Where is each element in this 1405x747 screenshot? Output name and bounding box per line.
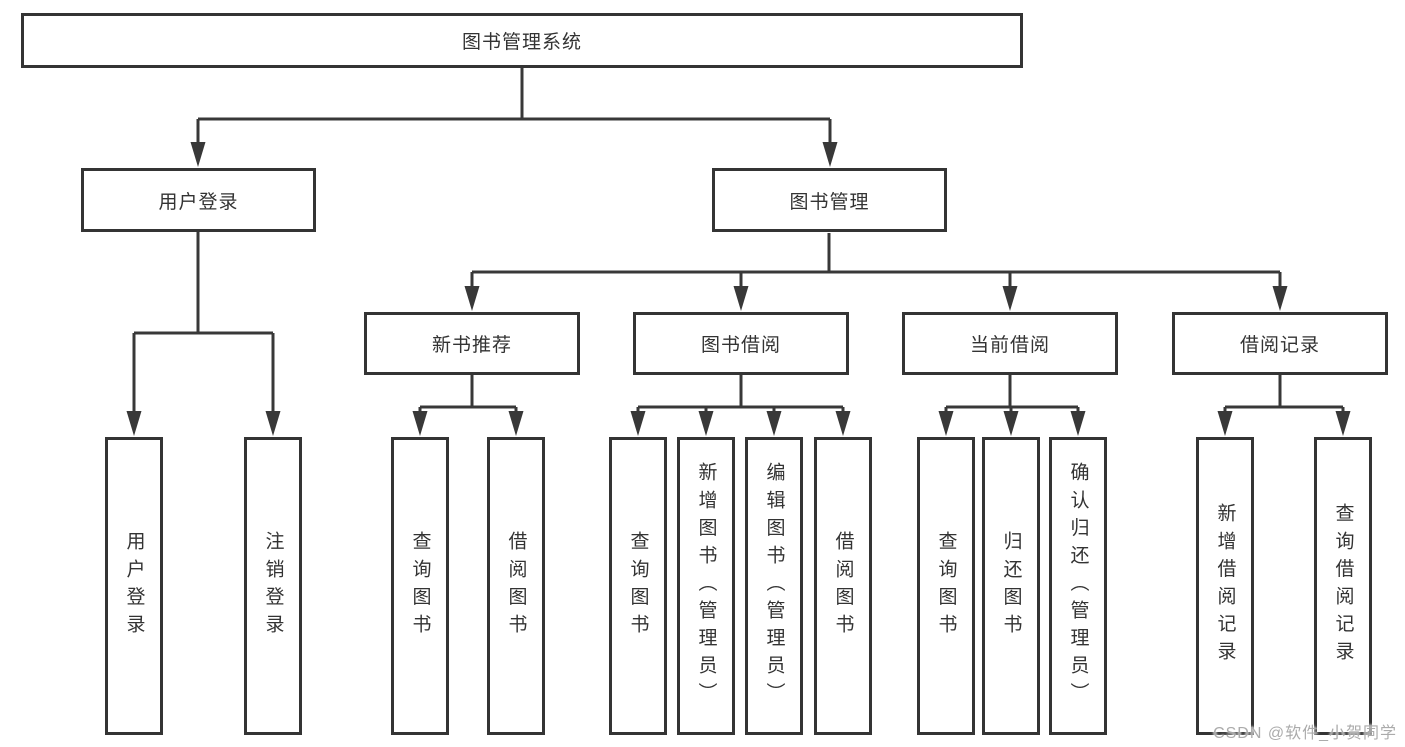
connector-book-management-to-level3 [464,233,1288,311]
arrowhead [766,411,782,436]
csdn-watermark: CSDN @软件_小贺同学 [1213,725,1397,742]
node-label: 编辑图书（管理员） [763,462,785,710]
node-label: 图书管理 [789,191,870,213]
node-leaf-user-login: 用户登录 [105,437,163,735]
node-label: 借阅图书 [832,530,854,642]
arrowhead [190,142,206,167]
arrowhead [1335,411,1351,436]
node-label: 借阅图书 [505,530,527,642]
node-label: 当前借阅 [969,335,1050,356]
connector-new-book-recommend-to-leaves [412,375,524,436]
node-leaf-logout: 注销登录 [244,437,302,735]
arrowhead [126,411,142,436]
node-leaf-query-books-borrowing: 查询图书 [609,437,667,735]
node-leaf-query-books-recommend: 查询图书 [391,437,449,735]
node-label: 新书推荐 [431,335,512,356]
node-book-management: 图书管理 [712,168,947,232]
node-leaf-return-books: 归还图书 [982,437,1040,735]
arrowhead [698,411,714,436]
node-label: 借阅记录 [1239,335,1320,356]
node-label: 查询借阅记录 [1332,503,1354,669]
arrowhead [1217,411,1233,436]
node-leaf-add-books-admin: 新增图书（管理员） [677,437,735,735]
connector-book-borrowing-to-leaves [630,375,851,436]
node-label: 注销登录 [262,530,284,642]
arrowhead [1003,411,1019,436]
connector-user-login-to-leaves [126,232,281,436]
node-new-book-recommend: 新书推荐 [364,312,580,375]
node-leaf-add-borrow-record: 新增借阅记录 [1196,437,1254,735]
arrowhead [938,411,954,436]
node-label: 用户登录 [158,191,239,213]
arrowhead [733,286,749,311]
arrowhead [508,411,524,436]
arrowhead [412,411,428,436]
arrowhead [1070,411,1086,436]
node-label: 确认归还（管理员） [1067,462,1089,710]
node-book-borrowing: 图书借阅 [633,312,849,375]
node-leaf-confirm-return-admin: 确认归还（管理员） [1049,437,1107,735]
arrowhead [464,286,480,311]
arrowhead [822,142,838,167]
node-leaf-edit-books-admin: 编辑图书（管理员） [745,437,803,735]
node-leaf-query-borrow-record: 查询借阅记录 [1314,437,1372,735]
node-label: 图书借阅 [700,335,781,356]
connector-current-borrowing-to-leaves [938,375,1086,436]
arrowhead [630,411,646,436]
connector-borrowing-records-to-leaves [1217,375,1351,436]
node-leaf-query-books-current: 查询图书 [917,437,975,735]
node-label: 查询图书 [409,530,431,642]
arrowhead [265,411,281,436]
connector-root-to-level2 [190,68,838,167]
node-label: 用户登录 [123,530,145,642]
arrowhead [1002,286,1018,311]
node-label: 图书管理系统 [461,32,582,53]
node-current-borrowing: 当前借阅 [902,312,1118,375]
node-borrowing-records: 借阅记录 [1172,312,1388,375]
node-label: 查询图书 [627,530,649,642]
arrowhead [835,411,851,436]
arrowhead [1272,286,1288,311]
node-user-login: 用户登录 [81,168,316,232]
node-label: 新增借阅记录 [1214,503,1236,669]
node-leaf-borrow-books-borrowing: 借阅图书 [814,437,872,735]
node-library-management-system: 图书管理系统 [21,13,1023,68]
node-label: 归还图书 [1000,530,1022,642]
node-leaf-borrow-books-recommend: 借阅图书 [487,437,545,735]
node-label: 查询图书 [935,530,957,642]
node-label: 新增图书（管理员） [695,462,717,710]
